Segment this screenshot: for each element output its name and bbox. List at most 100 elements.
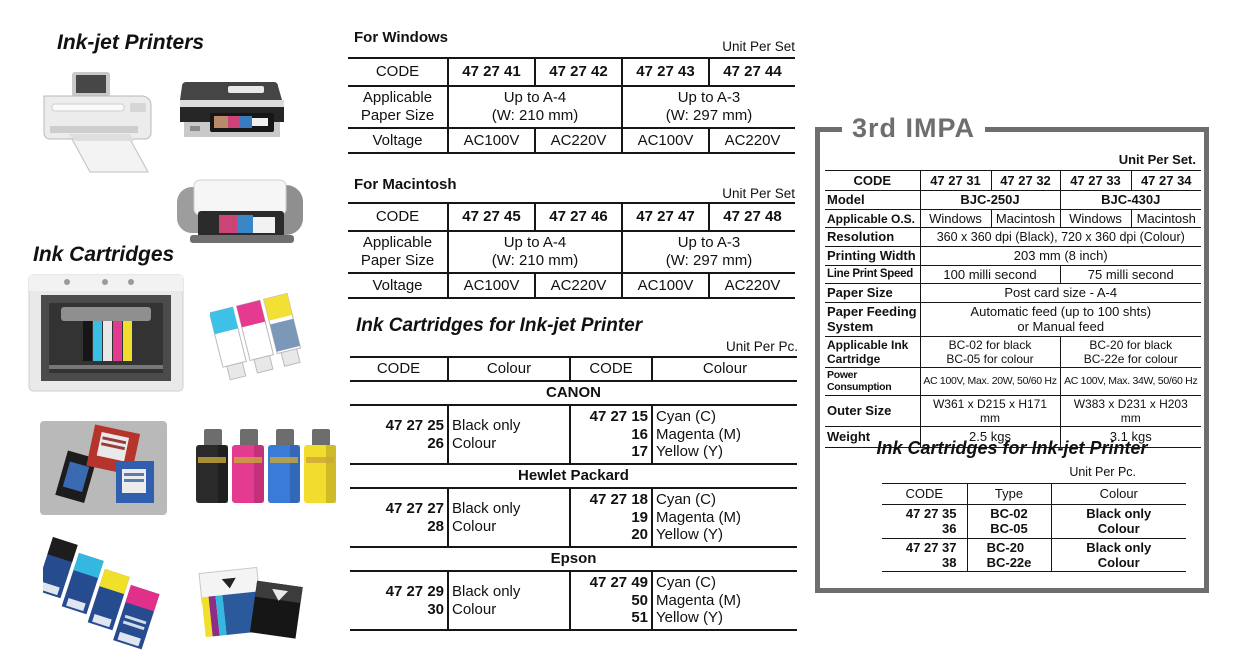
voltage-value: AC100V: [621, 272, 710, 299]
paper-size-row-label: Applicable Paper Size: [348, 85, 449, 129]
paper-feeding-value: Automatic feed (up to 100 shts) or Manua…: [919, 301, 1201, 337]
impa-cartridges-table: CODE Type Colour 47 27 35 36 BC-02 BC-05…: [882, 483, 1186, 573]
unit-per-set-label-windows: Unit Per Set: [722, 39, 795, 54]
mono-colour-cell: Black only Colour: [447, 570, 571, 631]
resolution-row-label: Resolution: [825, 227, 921, 247]
column-header: Colour: [651, 356, 797, 382]
product-code: 47 27 44: [708, 57, 795, 87]
os-value: Windows: [1059, 208, 1132, 229]
product-code: 47 27 45: [447, 202, 536, 232]
mono-code-cell: 47 27 27 28: [350, 487, 449, 548]
colour-code-cell: 47 27 15 16 17: [569, 404, 653, 465]
mono-code-cell: 47 27 29 30: [350, 570, 449, 631]
open-printer-with-cartridges-photo: [27, 273, 185, 398]
product-code: 47 27 33: [1059, 170, 1132, 191]
product-code: 47 27 31: [919, 170, 992, 191]
column-header: CODE: [350, 356, 449, 382]
model-value: BJC-250J: [919, 190, 1061, 210]
column-header: CODE: [882, 483, 968, 505]
os-value: Windows: [919, 208, 992, 229]
os-value: Macintosh: [990, 208, 1061, 229]
mono-colour-cell: Black only Colour: [447, 487, 571, 548]
line-print-speed-value: 100 milli second: [919, 264, 1061, 284]
for-macintosh-title: For Macintosh: [354, 176, 457, 193]
colour-code-cell: 47 27 49 50 51: [569, 570, 653, 631]
ink-cartridges-title: Ink Cartridges: [33, 243, 175, 266]
outer-size-value: W383 x D231 x H203 mm: [1059, 394, 1201, 428]
colour-name-cell: Cyan (C) Magenta (M) Yellow (Y): [651, 570, 797, 631]
power-consumption-row-label: Power Consumption: [825, 366, 921, 396]
voltage-row-label: Voltage: [348, 127, 449, 154]
code-cell: 47 27 35 36: [882, 504, 968, 539]
impa-spec-table: CODE 47 27 31 47 27 32 47 27 33 47 27 34…: [825, 170, 1201, 449]
mid-cartridges-title: Ink Cartridges for Ink-jet Printer: [356, 315, 643, 336]
impa-3rd-label: 3rd IMPA: [842, 113, 986, 144]
line-print-speed-value: 75 milli second: [1059, 264, 1201, 284]
power-consumption-value: AC 100V, Max. 34W, 50/60 Hz: [1059, 366, 1201, 396]
code-row-label: CODE: [348, 57, 449, 87]
compact-photo-printer-photo: [167, 170, 313, 255]
applicable-ink-value: BC-02 for black BC-05 for colour: [919, 335, 1061, 368]
type-cell: BC-20 BC-22e: [966, 537, 1052, 573]
voltage-value: AC220V: [534, 127, 623, 154]
cmy-cartridge-set-photo: [208, 281, 314, 408]
paper-size-row-label: Paper Size: [825, 282, 921, 303]
printing-width-row-label: Printing Width: [825, 245, 921, 266]
product-code: 47 27 32: [990, 170, 1061, 191]
colour-and-black-cartridge-pair-photo: [194, 550, 307, 648]
applicable-ink-row-label: Applicable Ink Cartridge: [825, 335, 921, 368]
paper-feeding-row-label: Paper Feeding System: [825, 301, 921, 337]
product-code: 47 27 34: [1130, 170, 1201, 191]
product-code: 47 27 46: [534, 202, 623, 232]
brother-style-cartridges-photo: [192, 427, 338, 516]
os-row-label: Applicable O.S.: [825, 208, 921, 229]
column-header: Colour: [1050, 483, 1186, 505]
brand-band-epson: Epson: [350, 546, 797, 572]
resolution-value: 360 x 360 dpi (Black), 720 x 360 dpi (Co…: [919, 227, 1201, 247]
power-consumption-value: AC 100V, Max. 20W, 50/60 Hz: [919, 366, 1061, 396]
dark-inkjet-printer-photo: [170, 80, 292, 157]
column-header: Colour: [447, 356, 571, 382]
white-inkjet-printer-photo: [38, 68, 165, 183]
colour-cell: Black only Colour: [1050, 504, 1186, 539]
column-header: CODE: [569, 356, 653, 382]
impa-box: 3rd IMPA Unit Per Set. CODE 47 27 31 47 …: [815, 113, 1209, 593]
code-row-label: CODE: [825, 170, 921, 191]
voltage-row-label: Voltage: [348, 272, 449, 299]
weight-value: 2.5 kgs: [919, 426, 1061, 449]
outer-size-row-label: Outer Size: [825, 394, 921, 428]
paper-size-value: Up to A-3 (W: 297 mm): [621, 85, 795, 129]
line-print-speed-row-label: Line Print Speed: [825, 264, 921, 284]
model-row-label: Model: [825, 190, 921, 210]
product-code: 47 27 41: [447, 57, 536, 87]
colour-name-cell: Cyan (C) Magenta (M) Yellow (Y): [651, 404, 797, 465]
product-code: 47 27 48: [708, 202, 795, 232]
paper-size-value: Up to A-3 (W: 297 mm): [621, 230, 795, 274]
mono-colour-cell: Black only Colour: [447, 404, 571, 465]
voltage-value: AC220V: [534, 272, 623, 299]
outer-size-value: W361 x D215 x H171 mm: [919, 394, 1061, 428]
product-code: 47 27 47: [621, 202, 710, 232]
voltage-value: AC220V: [708, 127, 795, 154]
hp-style-cartridges-photo: [40, 421, 167, 520]
inkjet-printers-title: Ink-jet Printers: [57, 31, 205, 54]
product-code: 47 27 43: [621, 57, 710, 87]
voltage-value: AC100V: [447, 127, 536, 154]
type-cell: BC-02 BC-05: [966, 504, 1052, 539]
product-code: 47 27 42: [534, 57, 623, 87]
macintosh-table: CODE 47 27 45 47 27 46 47 27 47 47 27 48…: [348, 202, 795, 299]
weight-value: 3.1 kgs: [1059, 426, 1201, 449]
impa-cartridges-title: Ink Cartridges for Ink-jet Printer: [876, 438, 1148, 458]
colour-cell: Black only Colour: [1050, 537, 1186, 573]
unit-per-pc-label-mid: Unit Per Pc.: [725, 339, 798, 354]
column-header: Type: [966, 483, 1052, 505]
unit-per-pc-label-impa: Unit Per Pc.: [1069, 465, 1136, 479]
os-value: Macintosh: [1130, 208, 1201, 229]
mid-cartridges-table: CODE Colour CODE Colour CANON 47 27 25 2…: [350, 356, 797, 631]
voltage-value: AC220V: [708, 272, 795, 299]
unit-per-set-label-impa: Unit Per Set.: [1118, 152, 1196, 167]
unit-per-set-label-macintosh: Unit Per Set: [722, 186, 795, 201]
voltage-value: AC100V: [447, 272, 536, 299]
weight-row-label: Weight: [825, 426, 921, 449]
